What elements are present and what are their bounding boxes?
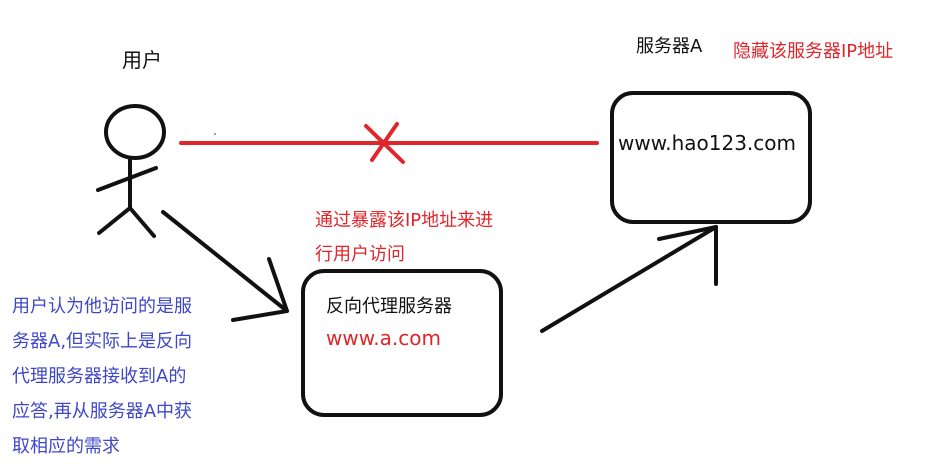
blocked-direct-connection: [179, 122, 599, 164]
stick-figure-head: [104, 104, 166, 160]
server-a-box: [610, 91, 812, 224]
server-a-url: www.hao123.com: [618, 131, 797, 155]
proxy-to-server-arrow: [540, 225, 718, 333]
user-belief-line-3: 代理服务器接收到A的: [12, 366, 187, 388]
user-belief-line-4: 应答,再从服务器A中获: [12, 401, 193, 423]
stick-figure-icon: [96, 104, 166, 238]
proxy-server-title: 反向代理服务器: [326, 296, 452, 317]
proxy-server-url: www.a.com: [326, 326, 441, 350]
server-a-label: 服务器A: [636, 36, 703, 57]
stick-figure-left-leg: [97, 206, 132, 235]
stick-figure-arms: [96, 166, 158, 192]
user-belief-line-1: 用户认为他访问的是服: [12, 296, 192, 317]
blocked-cross-mark-b: [370, 122, 399, 162]
proxy-server-box: [301, 269, 503, 417]
hide-ip-note: 隐藏该服务器IP地址: [733, 41, 894, 62]
expose-ip-note-line-2: 行用户访问: [315, 244, 405, 265]
stray-dot: [214, 133, 216, 135]
user-label: 用户: [122, 48, 162, 72]
user-belief-line-5: 取相应的需求: [12, 436, 120, 458]
user-to-proxy-arrow: [161, 210, 289, 322]
stick-figure-right-leg: [128, 206, 156, 238]
expose-ip-note-line-1: 通过暴露该IP地址来进: [315, 210, 494, 231]
user-belief-note: 用户认为他访问的是服 务器A,但实际上是反向 代理服务器接收到A的 应答,再从服…: [12, 289, 192, 464]
user-belief-line-2: 务器A,但实际上是反向: [12, 331, 193, 353]
